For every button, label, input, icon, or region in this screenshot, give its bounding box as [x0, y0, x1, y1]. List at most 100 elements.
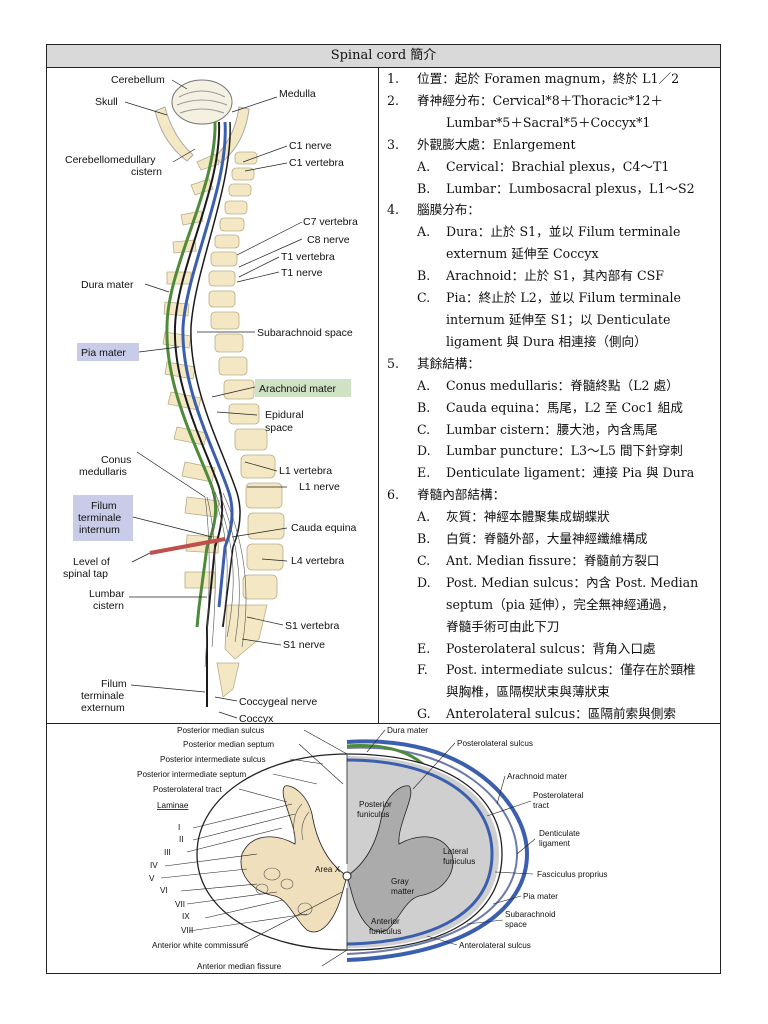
cross-right-label: Dura mater: [387, 726, 428, 735]
pia-line: [181, 121, 234, 608]
note-item: 6. 脊髓內部結構：: [380, 484, 720, 506]
note-item: 2. 脊神經分布：Cervical*8＋Thoracic*12＋: [380, 90, 720, 112]
note-text: Lumbar cistern：腰大池，內含馬尾: [446, 421, 658, 437]
label-filum-int-1: Filum: [91, 500, 117, 512]
cross-left-label: Posterior median septum: [183, 740, 274, 749]
note-text: 腦膜分布：: [417, 202, 480, 218]
note-item: C.Lumbar cistern：腰大池，內含馬尾: [380, 419, 720, 441]
cross-left-label: Posterior intermediate septum: [137, 770, 246, 779]
note-text: Posterolateral sulcus：背角入口處: [446, 640, 656, 656]
label-cm-cistern-1: Cerebellomedullary: [65, 154, 156, 166]
note-marker: E.: [417, 465, 431, 481]
note-marker: 2.: [387, 92, 400, 108]
note-item: D. Post. Median sulcus：內含 Post. Median: [380, 572, 720, 594]
cross-left-label: Posterolateral tract: [153, 785, 222, 794]
dura-line: [165, 121, 218, 628]
label-cerebellum: Cerebellum: [111, 74, 165, 86]
note-marker: E.: [417, 640, 431, 656]
note-item: A.Cervical：Brachial plexus，C4～T1: [380, 156, 720, 178]
label-gray-matter-2: matter: [391, 887, 414, 896]
cross-left-label: III: [164, 848, 171, 857]
spinal-tap-needle: [149, 537, 226, 555]
note-text: Anterolateral sulcus：區隔前索與側索: [446, 706, 676, 722]
note-marker: B.: [417, 531, 431, 547]
note-text: Post. Median sulcus：內含 Post. Median: [446, 574, 699, 590]
label-anterior-funiculus-1: Anterior: [371, 917, 400, 926]
label-s1-nerve: S1 nerve: [283, 639, 325, 651]
document-table: Spinal cord 簡介: [46, 44, 721, 974]
label-coccyx: Coccyx: [239, 713, 274, 723]
arachnoid-highlight: [255, 379, 351, 397]
note-item: A.Dura：止於 S1，並以 Filum terminale: [380, 221, 720, 243]
note-marker: A.: [417, 158, 431, 174]
spinal-cord-sagittal-diagram: Cerebellum Medulla Skull Cerebellomedull…: [63, 74, 358, 725]
cross-left-label: I: [178, 823, 180, 832]
label-medulla: Medulla: [279, 88, 316, 100]
label-subarachnoid-space: Subarachnoid space: [257, 327, 353, 339]
note-text: Pia：終止於 L2，並以 Filum terminale: [446, 290, 682, 306]
cross-left-label: VIII: [181, 926, 193, 935]
note-continuation: 脊髓手術可由此下刀: [446, 618, 560, 634]
vertebral-column: [208, 151, 285, 698]
label-l4-vertebra: L4 vertebra: [291, 555, 344, 567]
note-continuation: internum 延伸至 S1；以 Denticulate: [446, 311, 671, 327]
cross-left-label: Posterior intermediate sulcus: [160, 755, 266, 764]
note-text: Denticulate ligament：連接 Pia 與 Dura: [446, 465, 695, 481]
cross-right-label: Posterolateral: [533, 791, 584, 800]
cross-right-label: ligament: [539, 839, 571, 848]
cross-left-label: Posterior median sulcus: [177, 726, 264, 735]
note-item: C.Ant. Median fissure：脊髓前方裂口: [380, 550, 720, 572]
note-text: Dura：止於 S1，並以 Filum terminale: [446, 224, 681, 240]
note-marker: 4.: [387, 202, 400, 218]
note-marker: D.: [417, 574, 431, 590]
note-item: B.Arachnoid：止於 S1，其內部有 CSF: [380, 265, 720, 287]
cross-left-label: V: [149, 874, 155, 883]
label-s1-vertebra: S1 vertebra: [285, 620, 339, 632]
note-item: E. Posterolateral sulcus：背角入口處: [380, 638, 720, 660]
note-marker: B.: [417, 399, 431, 415]
note-item: F.Post. intermediate sulcus：僅存在於頸椎: [380, 659, 720, 681]
label-posterior-funiculus-2: funiculus: [357, 810, 389, 819]
label-conus-1: Conus: [101, 454, 131, 466]
label-filum-int-3: internum: [79, 524, 120, 536]
note-item: 4. 腦膜分布：: [380, 199, 720, 221]
label-tap-1: Level of: [73, 556, 110, 568]
cross-left-label: Laminae: [157, 801, 189, 810]
label-cauda-equina: Cauda equina: [291, 522, 357, 534]
note-item: E. Denticulate ligament：連接 Pia 與 Dura: [380, 462, 720, 484]
note-marker: F.: [417, 662, 428, 678]
label-posterior-funiculus-1: Posterior: [359, 800, 392, 809]
note-item: G.Anterolateral sulcus：區隔前索與側索: [380, 703, 720, 725]
note-text: 脊神經分布：Cervical*8＋Thoracic*12＋: [417, 92, 663, 108]
cross-right-label: Denticulate: [539, 829, 580, 838]
label-c1-nerve: C1 nerve: [289, 140, 332, 152]
note-marker: C.: [417, 552, 431, 568]
label-c7-vertebra: C7 vertebra: [303, 216, 358, 228]
note-item: A.灰質：神經本體聚集成蝴蝶狀: [380, 506, 720, 528]
cerebellum-shape: [171, 79, 233, 125]
note-marker: 6.: [387, 487, 400, 503]
note-text: 脊髓內部結構：: [417, 487, 506, 503]
note-marker: A.: [417, 377, 431, 393]
note-continuation: ligament 與 Dura 相連接（側向）: [446, 333, 647, 349]
label-l1-nerve: L1 nerve: [299, 481, 340, 493]
cross-right-label: tract: [533, 801, 550, 810]
note-continuation: septum（pia 延伸），完全無神經通過，: [446, 596, 675, 612]
note-text: 其餘結構：: [417, 355, 480, 371]
note-marker: D.: [417, 443, 431, 459]
filum-internum-highlight: [73, 495, 133, 541]
label-conus-2: medullaris: [79, 466, 127, 478]
note-text: Conus medullaris：脊髓終點（L2 處）: [446, 377, 679, 393]
cross-right-label: Subarachnoid: [505, 910, 556, 919]
cross-right-label: Pia mater: [523, 892, 558, 901]
label-coccygeal-nerve: Coccygeal nerve: [239, 696, 317, 708]
note-marker: 3.: [387, 136, 400, 152]
label-t1-vertebra: T1 vertebra: [281, 251, 335, 263]
label-epidural-1: Epidural: [265, 409, 304, 421]
label-t1-nerve: T1 nerve: [281, 267, 323, 279]
note-marker: C.: [417, 290, 431, 306]
